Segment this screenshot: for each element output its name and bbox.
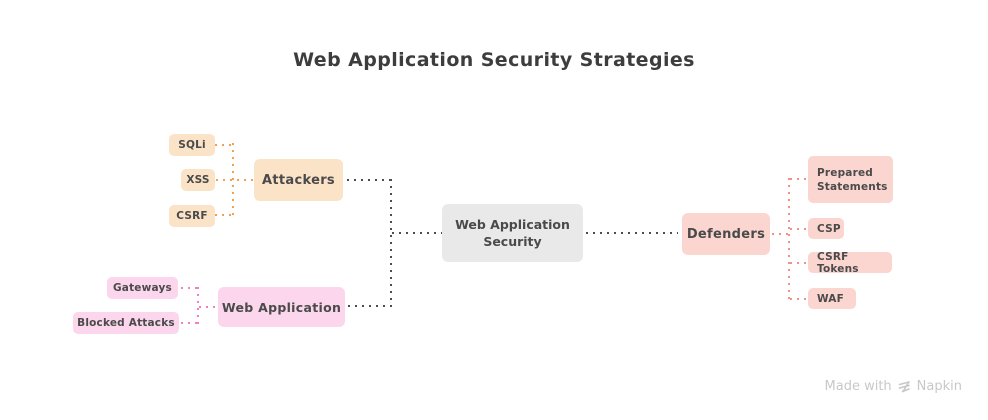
connector-webapp-junction bbox=[348, 305, 391, 307]
connector-junction-vertical bbox=[390, 179, 392, 307]
node-csrf: CSRF bbox=[169, 205, 215, 227]
diagram-title: Web Application Security Strategies bbox=[293, 49, 695, 71]
node-blocked-attacks: Blocked Attacks bbox=[73, 312, 179, 334]
napkin-brand-text: Napkin bbox=[916, 379, 962, 394]
node-csp: CSP bbox=[808, 218, 844, 239]
napkin-logo-icon bbox=[898, 380, 911, 393]
node-csp-label: CSP bbox=[817, 222, 841, 235]
node-gateways-label: Gateways bbox=[112, 282, 172, 294]
node-csrf-label: CSRF bbox=[176, 210, 208, 222]
connector-sqli-attackers bbox=[215, 144, 233, 146]
node-gateways: Gateways bbox=[107, 277, 178, 299]
connector-gateways-webapp bbox=[181, 287, 197, 289]
node-sqli: SQLi bbox=[169, 134, 215, 156]
connector-xss-attackers bbox=[216, 179, 254, 181]
node-xss-label: XSS bbox=[186, 174, 210, 186]
connector-attackers-junction bbox=[347, 179, 391, 181]
node-sqli-label: SQLi bbox=[178, 139, 206, 151]
node-waf-label: WAF bbox=[817, 292, 845, 305]
node-csrf-tokens-label: CSRF Tokens bbox=[817, 250, 859, 275]
connector-group-webapp bbox=[199, 306, 218, 308]
node-web-application-security-label: Web Application Security bbox=[455, 217, 570, 249]
node-blocked-attacks-label: Blocked Attacks bbox=[77, 317, 175, 329]
connector-center-defenders bbox=[586, 232, 678, 234]
connector-defenders-vertical bbox=[772, 233, 788, 235]
node-prepared-statements-label: Prepared Statements bbox=[817, 166, 888, 193]
made-with-napkin-credit: Made with Napkin bbox=[825, 379, 962, 394]
connector-defenders-waf bbox=[790, 298, 807, 300]
node-defenders: Defenders bbox=[682, 213, 770, 255]
node-web-application-label: Web Application bbox=[221, 299, 342, 315]
connector-junction-center bbox=[392, 232, 442, 234]
node-defenders-label: Defenders bbox=[686, 226, 766, 242]
connector-csrf-attackers bbox=[215, 214, 233, 216]
node-prepared-statements: Prepared Statements bbox=[808, 156, 893, 203]
connector-defenders-csp bbox=[790, 228, 807, 230]
node-web-application-security: Web Application Security bbox=[442, 204, 583, 262]
connector-blocked-webapp bbox=[181, 322, 197, 324]
connector-defense-group-vertical bbox=[788, 178, 790, 301]
made-with-text: Made with bbox=[824, 379, 892, 394]
connector-webapp-group-vertical bbox=[197, 287, 199, 324]
node-attackers: Attackers bbox=[254, 159, 343, 201]
node-web-application: Web Application bbox=[218, 287, 345, 327]
node-csrf-tokens: CSRF Tokens bbox=[808, 250, 892, 275]
connector-defenders-prepared bbox=[790, 178, 807, 180]
node-xss: XSS bbox=[181, 169, 215, 191]
connector-defenders-csrf-tokens bbox=[790, 262, 807, 264]
node-waf: WAF bbox=[808, 288, 856, 309]
node-attackers-label: Attackers bbox=[262, 172, 335, 188]
